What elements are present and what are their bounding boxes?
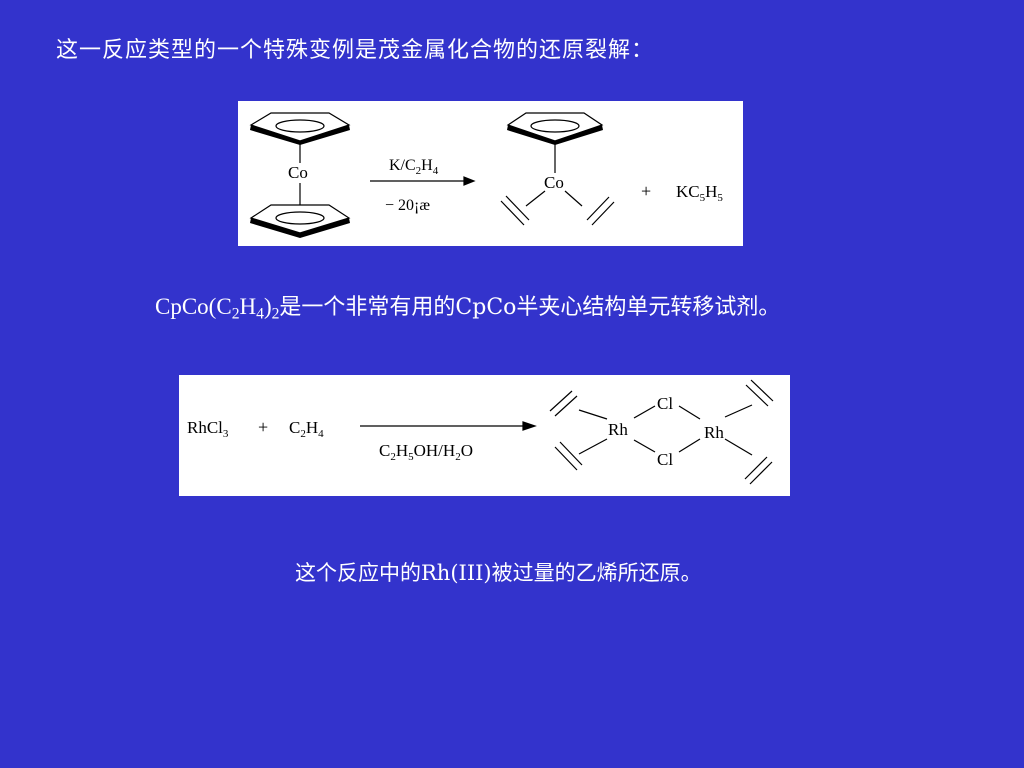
ethylene-top-right (745, 379, 774, 407)
co-ethylene-bond-right (564, 190, 583, 207)
scheme1-condition: − 20¡æ (385, 197, 430, 214)
rh-ethylene-bond-1 (578, 409, 608, 420)
cp-ring-top-left (249, 112, 351, 145)
scheme2-svg: RhCl3 + C2H4 (187, 379, 774, 485)
reactant-rhcl3: RhCl3 (187, 418, 229, 440)
cl-bottom: Cl (657, 450, 673, 469)
scheme2-condition: C2H5OH/H2O (379, 441, 473, 463)
cp-ring-bottom-left (249, 204, 351, 238)
rh-left: Rh (608, 420, 628, 439)
statement-formula: CpCo(C2H4)2 (155, 294, 280, 323)
ethylene-top-left (549, 390, 578, 417)
statement-text: CpCo(C2H4)2是一个非常有用的CpCo半夹心结构单元转移试剂。 (155, 289, 781, 323)
scheme2-panel: RhCl3 + C2H4 (179, 375, 790, 496)
metal-co-right: Co (544, 173, 564, 192)
scheme1-plus: + (641, 181, 651, 201)
metal-co-left: Co (288, 163, 308, 182)
reactant-c2h4: C2H4 (289, 418, 324, 440)
rh-cl-bond-4 (678, 438, 701, 453)
ethylene-bottom-right (744, 456, 773, 485)
intro-text: 这一反应类型的一个特殊变例是茂金属化合物的还原裂解： (56, 38, 655, 63)
rh-cl-bond-1 (633, 405, 656, 419)
ethylene-left (500, 195, 530, 226)
ethylene-right (586, 196, 615, 226)
rh-cl-bond-2 (633, 439, 656, 453)
rh-cl-bond-3 (678, 405, 701, 420)
cp-ring-product (506, 112, 604, 145)
rh-ethylene-bond-2 (578, 438, 608, 455)
scheme1-reagent: K/C2H4 (389, 157, 439, 177)
scheme2-plus: + (258, 417, 268, 437)
rh-ethylene-bond-3 (724, 404, 753, 418)
statement-body: 是一个非常有用的CpCo半夹心结构单元转移试剂。 (279, 295, 781, 320)
byproduct-kc5h5: KC5H5 (676, 182, 723, 204)
cl-top: Cl (657, 394, 673, 413)
rh-ethylene-bond-4 (724, 438, 753, 456)
closing-text: 这个反应中的Rh(III)被过量的乙烯所还原。 (295, 561, 702, 585)
scheme1-arrow-head (463, 176, 476, 186)
scheme1-svg: Co K/C2H4 − 20¡æ Co + KC5H5 (249, 112, 723, 238)
rh-right: Rh (704, 423, 724, 442)
scheme1-panel: Co K/C2H4 − 20¡æ Co + KC5H5 (238, 101, 743, 246)
ethylene-bottom-left (554, 441, 583, 471)
scheme2-arrow-head (522, 421, 537, 431)
co-ethylene-bond-left (525, 190, 546, 207)
